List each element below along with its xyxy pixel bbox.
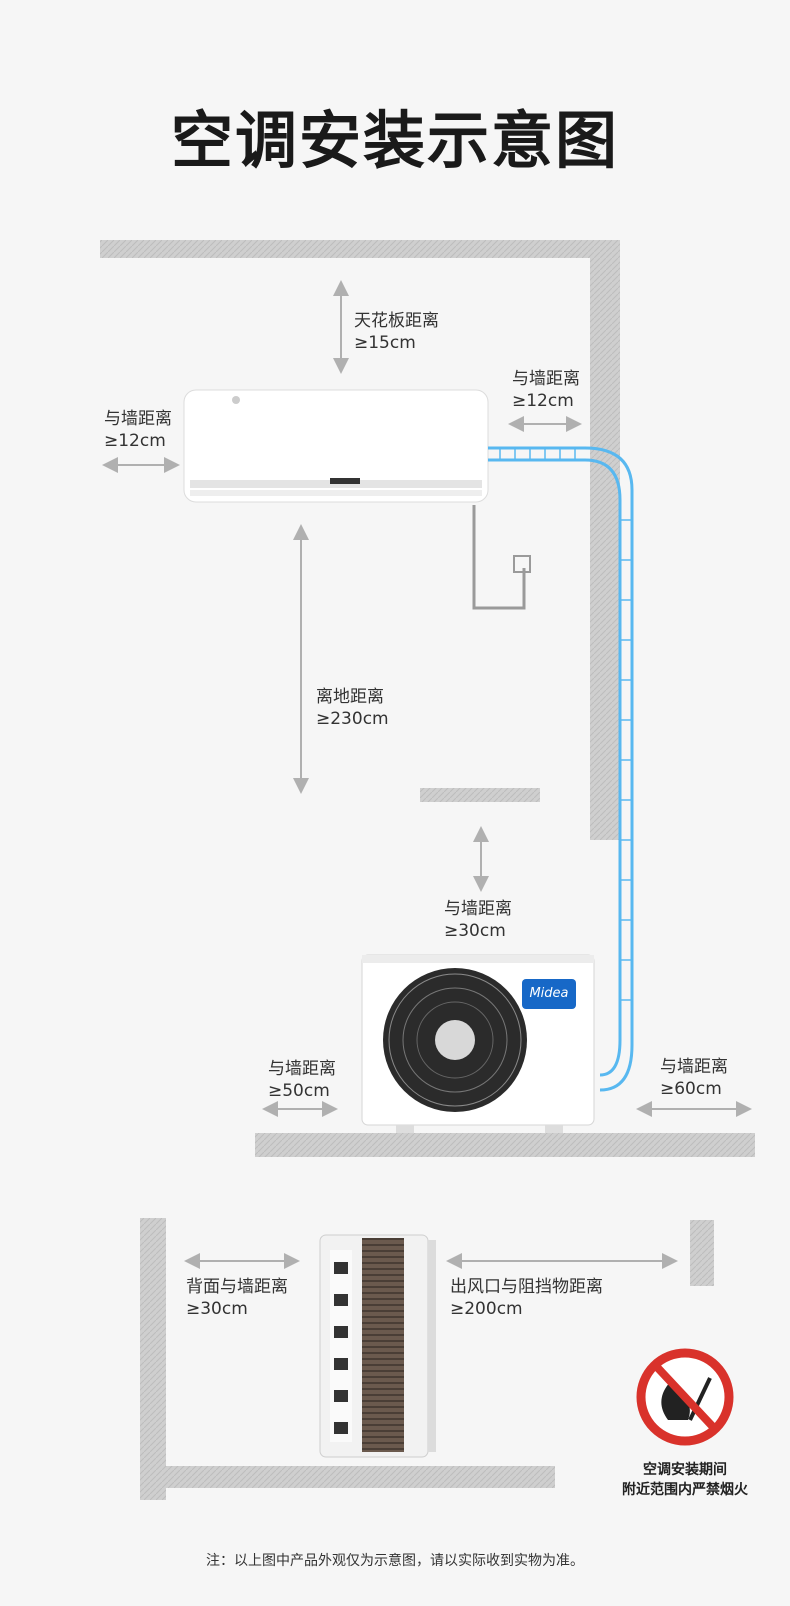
ground-slab — [255, 1133, 755, 1157]
overhang-shelf — [420, 788, 540, 802]
back-distance-label: 背面与墙距离≥30cm — [186, 1277, 288, 1319]
pipe-segments — [499, 448, 632, 1001]
fire-warning-text: 空调安装期间附近范围内严禁烟火 — [622, 1462, 748, 1498]
disclaimer-note: 注：以上图中产品外观仅为示意图，请以实际收到实物为准。 — [206, 1553, 584, 1569]
obstacle-wall — [690, 1220, 714, 1286]
indoor-unit — [183, 389, 489, 503]
bottom-floor — [140, 1466, 555, 1488]
indoor-left-distance-label: 与墙距离≥12cm — [104, 409, 172, 451]
floor-distance-label: 离地距离≥230cm — [316, 687, 389, 729]
drain-pipe — [472, 505, 526, 610]
indoor-right-distance-label: 与墙距离≥12cm — [512, 369, 580, 411]
arrow-icon — [102, 280, 752, 1269]
back-wall — [140, 1218, 166, 1500]
drain-box — [513, 555, 531, 573]
outdoor-top-distance-label: 与墙距离≥30cm — [444, 899, 512, 941]
right-wall — [590, 240, 620, 840]
outdoor-right-distance-label: 与墙距离≥60cm — [660, 1057, 728, 1099]
outlet-distance-label: 出风口与阻挡物距离≥200cm — [450, 1277, 603, 1319]
outdoor-left-distance-label: 与墙距离≥50cm — [268, 1059, 336, 1101]
outdoor-unit-side — [319, 1234, 436, 1458]
ceiling-distance-label: 天花板距离≥15cm — [354, 311, 439, 353]
page-title: 空调安装示意图 — [170, 104, 619, 177]
no-fire-icon — [636, 1348, 734, 1446]
brand-logo: Midea — [522, 979, 576, 1009]
ceiling-wall — [100, 240, 620, 258]
refrigerant-pipe — [488, 446, 634, 1092]
